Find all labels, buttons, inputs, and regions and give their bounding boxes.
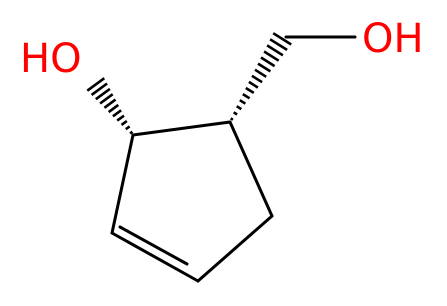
hash-stroke	[107, 103, 120, 114]
hydroxyl-label-left: HO	[20, 36, 82, 82]
hash-stroke	[99, 93, 114, 105]
bond-c1-c5	[131, 120, 232, 137]
hash-stroke	[112, 109, 122, 118]
hash-stroke	[242, 92, 251, 100]
hash-stroke	[269, 38, 288, 52]
hash-stroke	[95, 87, 111, 101]
hash-stroke	[245, 86, 255, 95]
hash-stroke	[86, 77, 106, 92]
hashed-wedge-bond-c5-ch2	[230, 32, 292, 121]
bond-c3-c2	[110, 231, 200, 283]
hash-stroke	[251, 74, 263, 84]
hash-stroke	[230, 117, 234, 121]
hash-stroke	[103, 98, 117, 109]
hash-stroke	[232, 111, 238, 116]
bond-c5-c4	[228, 120, 274, 218]
hash-stroke	[120, 119, 128, 126]
hydroxyl-label-right: OH	[362, 16, 424, 62]
hydrogen-label: H	[20, 36, 50, 82]
hashed-wedge-bond-c1-o	[86, 77, 134, 135]
hash-stroke	[90, 82, 108, 96]
hash-stroke	[266, 44, 284, 57]
hash-stroke	[116, 114, 125, 122]
hydrogen-label: H	[393, 16, 423, 62]
hash-stroke	[236, 105, 242, 111]
oxygen-label: O	[362, 16, 393, 62]
bond-c3-c2-double	[118, 225, 189, 266]
hash-stroke	[254, 68, 267, 78]
hash-stroke	[272, 32, 292, 46]
bond-c4-c3	[196, 214, 274, 283]
hash-stroke	[263, 50, 280, 62]
hash-stroke	[129, 130, 134, 135]
hash-stroke	[248, 80, 259, 89]
hash-stroke	[239, 99, 247, 105]
oxygen-label: O	[50, 36, 81, 82]
bond-c2-c1	[110, 133, 135, 235]
hash-stroke	[260, 56, 276, 68]
hash-stroke	[125, 125, 131, 131]
hash-stroke	[257, 62, 272, 73]
